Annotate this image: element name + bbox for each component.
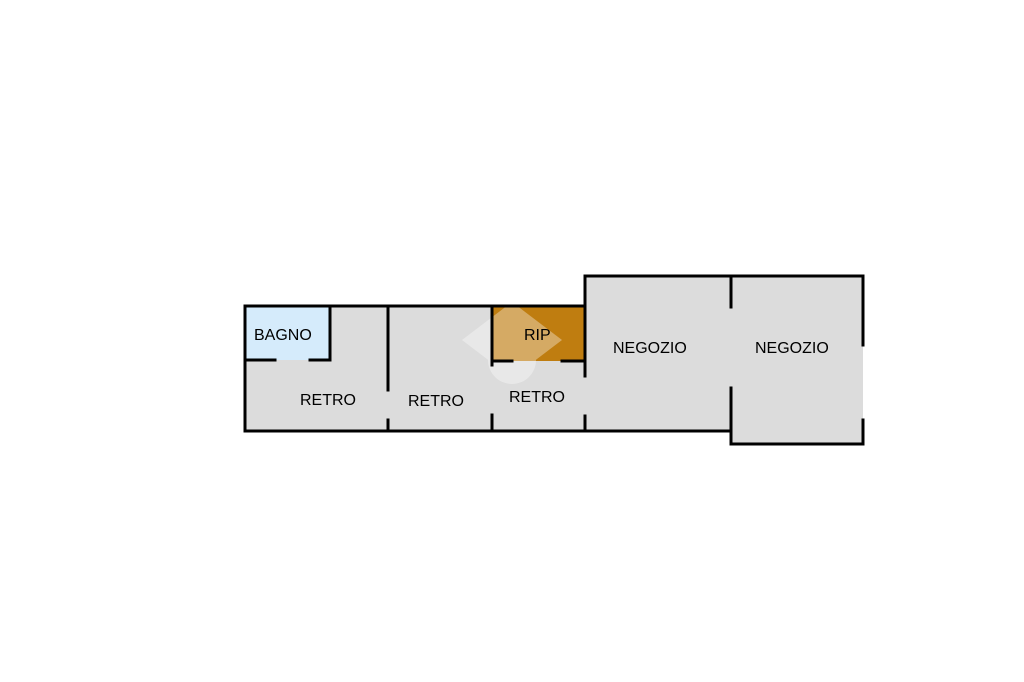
room-label-retro-1: RETRO	[300, 392, 356, 409]
room-bagno	[245, 306, 330, 360]
room-label-retro-3: RETRO	[509, 389, 565, 406]
room-negozio-2	[731, 276, 863, 444]
room-label-retro-2: RETRO	[408, 393, 464, 410]
room-label-negozio-2: NEGOZIO	[755, 340, 829, 357]
room-label-negozio-1: NEGOZIO	[613, 340, 687, 357]
room-negozio-1	[585, 276, 731, 431]
room-label-rip: RIP	[524, 327, 551, 344]
room-rip	[492, 306, 585, 361]
walls	[243, 274, 865, 446]
room-label-bagno: BAGNO	[254, 327, 312, 344]
